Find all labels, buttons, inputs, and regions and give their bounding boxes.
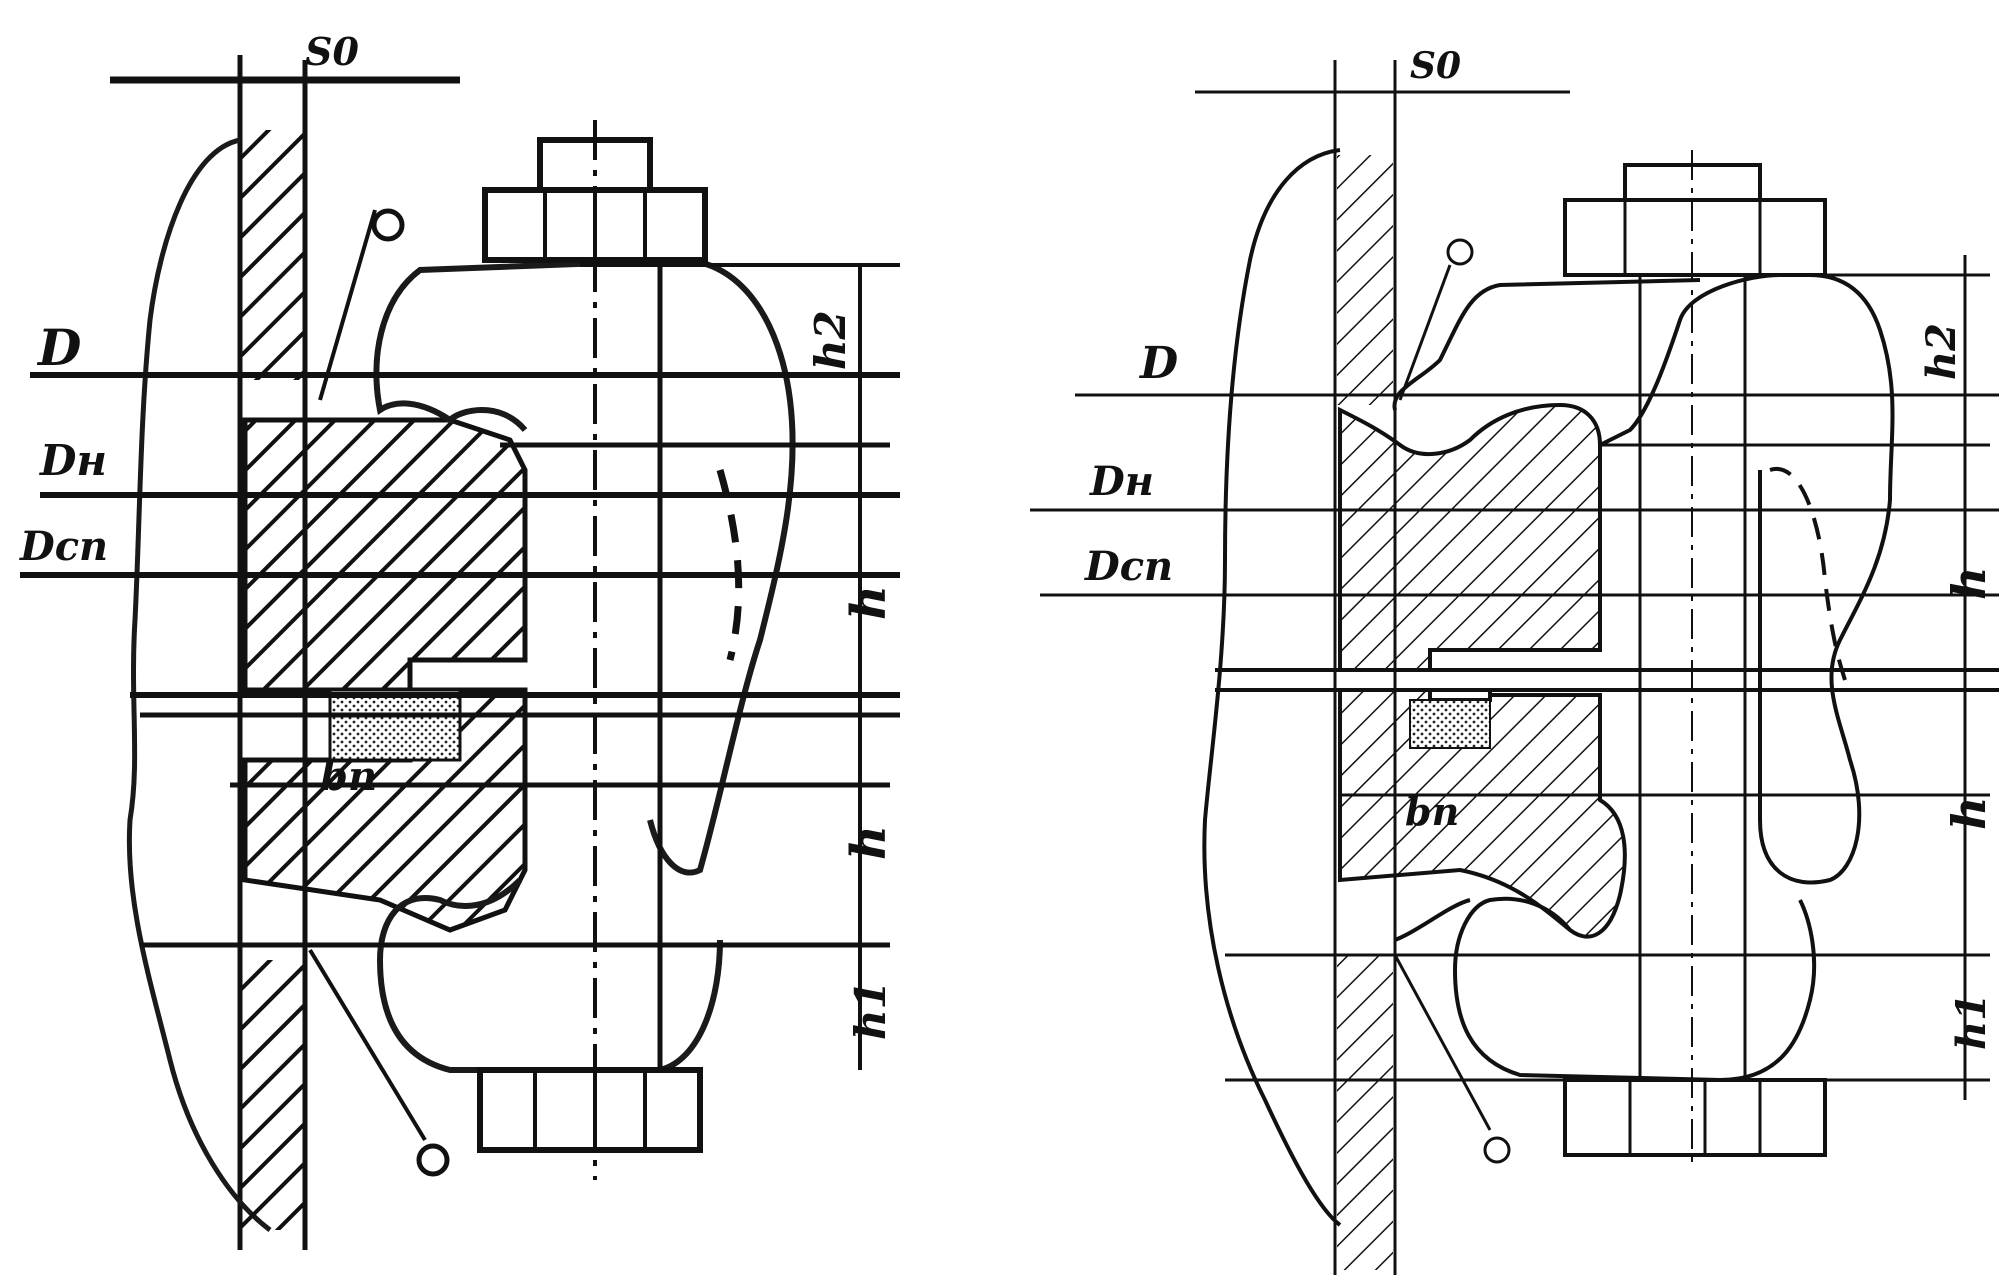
right-top-nut: [1563, 198, 1827, 277]
left-upper-clamp: [373, 256, 796, 876]
right-label-bp: bп: [1405, 789, 1459, 834]
right-label-h: h: [1942, 567, 1996, 600]
left-lower-clamp: [376, 877, 723, 1073]
left-label-h2: h2: [806, 310, 855, 370]
left-label-h-lower: h: [841, 825, 897, 860]
right-upper-clamp-inner: [1392, 278, 1701, 411]
left-label-Dsp: Dсп: [19, 523, 108, 570]
right-label-h-lower: h: [1942, 797, 1996, 830]
right-gasket: [1409, 699, 1491, 749]
right-pointer-circle-bottom: [1483, 1136, 1511, 1164]
left-pipe-wall-upper-section: [242, 130, 304, 380]
left-bottom-nut: [477, 1067, 703, 1153]
right-hidden-curve: [1769, 466, 1847, 681]
right-label-Dn: Dн: [1089, 458, 1154, 505]
right-lower-clamp-inner: [1394, 898, 1471, 942]
left-label-bp: bп: [320, 753, 377, 800]
right-label-s0: S0: [1410, 45, 1461, 87]
left-gasket: [328, 688, 462, 762]
left-pointer-circle-bottom: [416, 1143, 450, 1177]
left-label-Dn: Dн: [39, 436, 107, 485]
right-upper-clamp: [1599, 273, 1895, 885]
left-label-h1: h1: [846, 980, 895, 1040]
left-upper-flange: [242, 417, 528, 693]
left-hidden-curve: [716, 469, 743, 661]
right-upper-flange: [1338, 402, 1602, 672]
left-pipe-wall-lower-section: [242, 960, 304, 1230]
right-clamp-outline: [1202, 148, 1342, 1227]
right-label-h1: h1: [1948, 993, 1995, 1050]
right-label-D: D: [1138, 338, 1178, 389]
left-pointer-circle-top: [371, 208, 405, 242]
left-clamp-outline: [126, 137, 272, 1232]
right-lower-flange: [1338, 688, 1627, 939]
right-bottom-nut: [1563, 1078, 1827, 1157]
left-label-s0: S0: [305, 29, 359, 74]
right-pipe-wall-lower-section: [1337, 955, 1393, 1270]
right-pipe-wall-upper-section: [1337, 155, 1393, 405]
right-pointer-circle-top: [1446, 238, 1474, 266]
right-label-h2: h2: [1918, 323, 1965, 380]
left-drawing: S0 D Dн Dсп bп h2 h h h1: [19, 29, 900, 1250]
left-label-D: D: [36, 318, 81, 377]
right-lower-clamp: [1452, 896, 1817, 1083]
left-label-h: h: [841, 585, 897, 620]
right-label-Dsp: Dсп: [1084, 543, 1173, 590]
right-drawing: S0 D Dн Dсп bп h2 h h h1: [1030, 45, 1999, 1275]
